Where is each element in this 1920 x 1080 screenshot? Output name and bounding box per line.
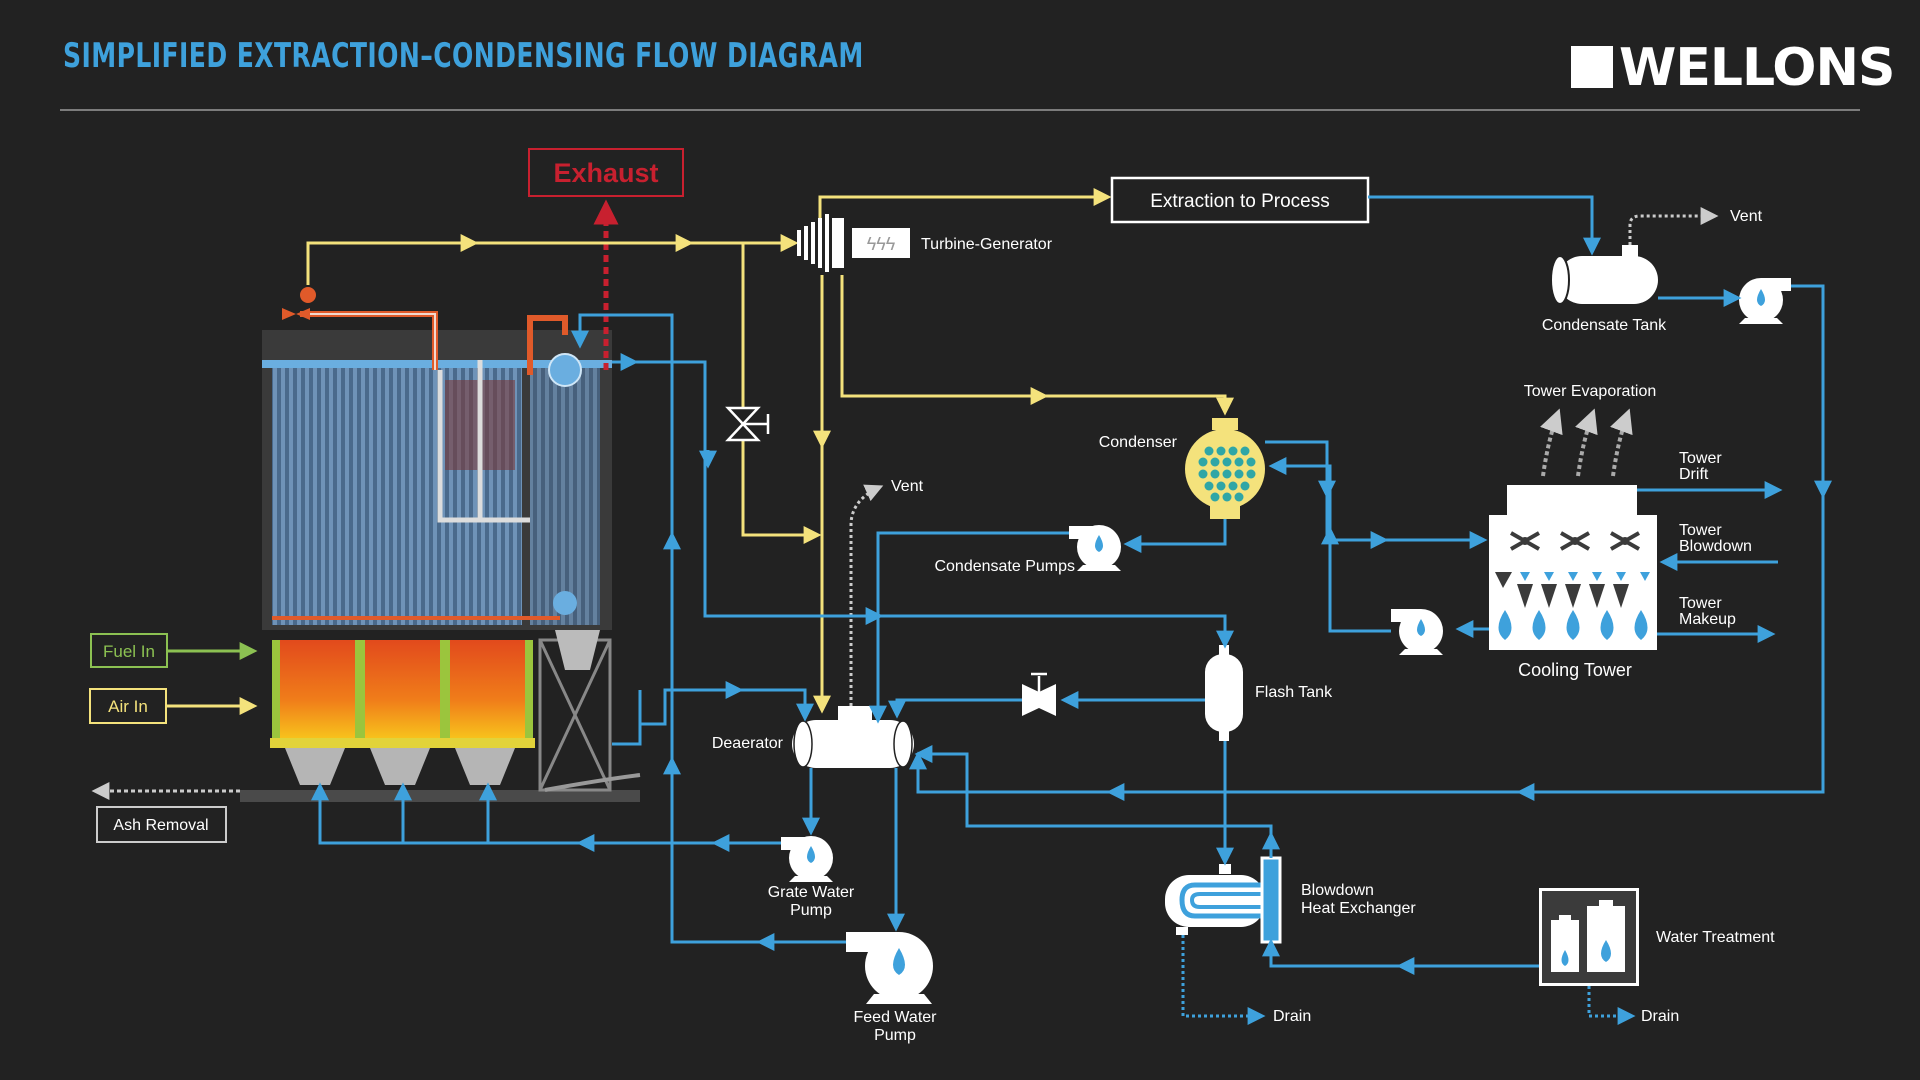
drain-2-flow: [1587, 986, 1636, 1025]
steam-lines: [306, 188, 1234, 714]
mud-drum-icon: [553, 591, 577, 615]
flash-tank-label: Flash Tank: [1255, 684, 1333, 701]
generator-icon: ϟϟϟ: [852, 228, 910, 258]
condensate-tank-icon: [1550, 245, 1658, 305]
tower-blowdown-label-line1: Tower: [1679, 522, 1722, 539]
vent-top-flow: [1628, 207, 1719, 245]
logo-text: WELLONS: [1619, 38, 1895, 98]
fuel-in-label: Fuel In: [103, 642, 155, 661]
blowdown-hx-label-line1: Blowdown: [1301, 882, 1374, 899]
condensate-pump-icon: [1069, 525, 1121, 571]
turbine-icon: [797, 214, 844, 272]
deaerator-icon: [792, 706, 914, 768]
cooling-water-pump-icon: [1391, 609, 1443, 655]
vent-deaerator-flow: [849, 484, 884, 706]
safety-valve-icon: [300, 287, 316, 303]
feed-water-pump-label-line2: Pump: [874, 1027, 916, 1044]
extraction-label: Extraction to Process: [1150, 191, 1330, 212]
evaporation-arrows: [1540, 408, 1633, 477]
svg-text:ϟϟϟ: ϟϟϟ: [867, 234, 896, 254]
grate-water-pump-label-line1: Grate Water: [768, 884, 855, 901]
blowdown-hx-label-line2: Heat Exchanger: [1301, 900, 1416, 917]
tower-makeup-label-line1: Tower: [1679, 595, 1722, 612]
extraction-box: [1110, 176, 1370, 224]
tower-blowdown-label-line2: Blowdown: [1679, 538, 1752, 555]
flash-valve-icon: [1022, 672, 1056, 716]
furnace-cell-1: [280, 640, 355, 740]
ash-removal-label: Ash Removal: [113, 817, 208, 834]
tower-evaporation-label: Tower Evaporation: [1524, 383, 1657, 400]
condensate-tank-label: Condensate Tank: [1542, 317, 1667, 334]
condenser-label: Condenser: [1099, 434, 1178, 451]
company-logo: WELLONS: [1571, 38, 1895, 98]
tower-drift-label-line2: Drift: [1679, 466, 1709, 483]
furnace-cell-2: [365, 640, 440, 740]
grate-water-pump-icon: [781, 836, 833, 882]
furnace-cell-3: [450, 640, 525, 740]
drain-1-flow: [1181, 935, 1266, 1025]
deaerator-label: Deaerator: [712, 735, 784, 752]
exhaust-box: [528, 148, 684, 197]
exhaust-label: Exhaust: [553, 158, 658, 188]
condenser-icon: [1185, 418, 1265, 519]
feed-water-pump-icon: [846, 932, 933, 1004]
condensate-transfer-pump-icon: [1739, 278, 1791, 324]
cooling-tower-label: Cooling Tower: [1518, 660, 1632, 680]
water-treatment-label: Water Treatment: [1656, 929, 1775, 946]
cooling-tower-icon: [1489, 485, 1657, 650]
drain-2-label: Drain: [1641, 1008, 1679, 1025]
control-valve-icon: [725, 406, 770, 442]
steam-drum-icon: [548, 353, 582, 387]
flash-tank-icon: [1205, 645, 1243, 741]
turbine-generator-label: Turbine-Generator: [921, 236, 1053, 253]
feed-water-pump-label-line1: Feed Water: [854, 1009, 938, 1026]
water-lines: [311, 195, 1832, 975]
grate-water-pump-label-line2: Pump: [790, 902, 832, 919]
drain-1-label: Drain: [1273, 1008, 1311, 1025]
blowdown-heat-exchanger-icon: [1165, 856, 1282, 944]
vent-top-label: Vent: [1730, 208, 1763, 225]
air-in-label: Air In: [108, 697, 148, 716]
tower-makeup-label-line2: Makeup: [1679, 611, 1736, 628]
condensate-pumps-label: Condensate Pumps: [934, 558, 1075, 575]
boiler: [240, 330, 641, 802]
page-title: SIMPLIFIED EXTRACTION–CONDENSING FLOW DI…: [63, 36, 864, 76]
tower-drift-label-line1: Tower: [1679, 450, 1722, 467]
ash-removal-box: [96, 806, 227, 843]
vent-deaerator-label: Vent: [891, 478, 924, 495]
water-treatment-icon: [1539, 888, 1639, 986]
logo-mark: [1571, 46, 1613, 88]
